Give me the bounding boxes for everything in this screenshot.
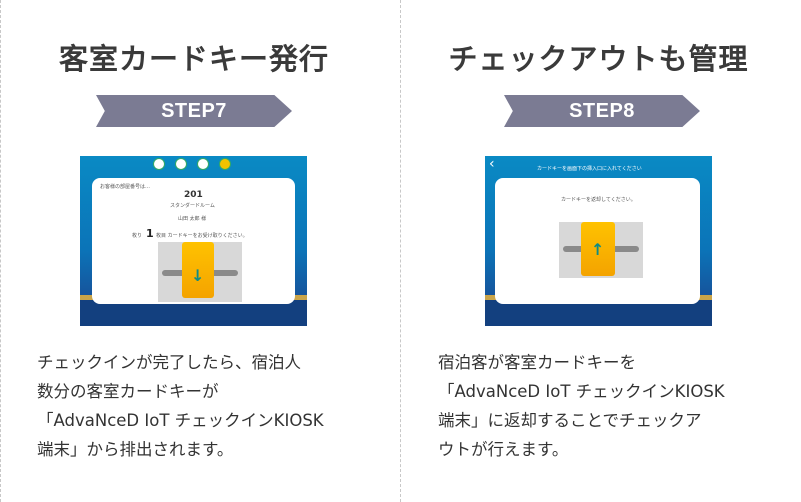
step7-description: チェックインが完了したら、宿泊人 数分の客室カードキーが 「AdvaNceD I… bbox=[37, 348, 324, 464]
arrow-down-icon: ↓ bbox=[191, 266, 205, 285]
card-count-prefix: 枚り bbox=[132, 233, 143, 239]
card-insert-image: ↑ bbox=[559, 222, 643, 278]
guest-name: 山田 太郎 様 bbox=[178, 216, 207, 222]
kiosk-content-card: お客様の部屋番号は… 201 スタンダードルーム 山田 太郎 様 枚り 1 枚目… bbox=[92, 178, 295, 304]
step8-description-line: ウトが行えます。 bbox=[438, 440, 569, 459]
step8-panel: チェックアウトも管理 STEP8 ‹ カードキーを画面下の挿入口に入れてください… bbox=[400, 0, 801, 502]
return-instruction: カードキーを返却してください。 bbox=[561, 197, 636, 203]
card-dispense-image: ↓ bbox=[158, 242, 242, 302]
step7-description-line: チェックインが完了したら、宿泊人 bbox=[37, 353, 301, 372]
step7-kiosk-screenshot: お客様の部屋番号は… 201 スタンダードルーム 山田 太郎 様 枚り 1 枚目… bbox=[80, 156, 307, 326]
room-type: スタンダードルーム bbox=[170, 203, 215, 209]
card-key-image bbox=[581, 222, 615, 276]
step7-panel: 客室カードキー発行 STEP7 お客様の部屋番号は… 201 スタンダードルーム… bbox=[0, 0, 400, 502]
card-count-instruction: 枚目 カードキーをお受け取りください。 bbox=[156, 233, 248, 239]
step8-description: 宿泊客が客室カードキーを 「AdvaNceD IoT チェックインKIOSK 端… bbox=[438, 348, 725, 464]
center-divider bbox=[400, 0, 401, 502]
kiosk-header-text: カードキーを画面下の挿入口に入れてください bbox=[537, 166, 642, 172]
card-key-image bbox=[182, 242, 214, 298]
left-edge-divider bbox=[0, 0, 1, 502]
progress-step-icon bbox=[153, 158, 165, 170]
step8-description-line: 宿泊客が客室カードキーを bbox=[438, 353, 636, 372]
step7-description-line: 端末」から排出されます。 bbox=[37, 440, 234, 459]
step7-badge: STEP7 bbox=[96, 95, 292, 127]
step7-description-line: 数分の客室カードキーが bbox=[37, 382, 219, 401]
arrow-up-icon: ↑ bbox=[591, 240, 605, 259]
step7-description-line: 「AdvaNceD IoT チェックインKIOSK bbox=[37, 411, 324, 430]
room-number: 201 bbox=[184, 190, 203, 200]
step8-title: チェックアウトも管理 bbox=[448, 42, 749, 76]
step8-kiosk-screenshot: ‹ カードキーを画面下の挿入口に入れてください カードキーを返却してください。 … bbox=[485, 156, 712, 326]
kiosk-content-card: カードキーを返却してください。 ↑ bbox=[495, 178, 700, 304]
progress-step-icon bbox=[175, 158, 187, 170]
progress-step-icon bbox=[219, 158, 231, 170]
room-label: お客様の部屋番号は… bbox=[100, 184, 151, 190]
progress-step-icon bbox=[197, 158, 209, 170]
step8-description-line: 「AdvaNceD IoT チェックインKIOSK bbox=[438, 382, 725, 401]
kiosk-footer-band bbox=[80, 300, 307, 326]
card-count-value: 1 bbox=[146, 227, 154, 240]
kiosk-footer-band bbox=[485, 300, 712, 326]
step8-description-line: 端末」に返却することでチェックア bbox=[438, 411, 702, 430]
back-chevron-icon[interactable]: ‹ bbox=[489, 156, 495, 172]
step7-title: 客室カードキー発行 bbox=[58, 42, 329, 76]
step8-badge: STEP8 bbox=[504, 95, 700, 127]
